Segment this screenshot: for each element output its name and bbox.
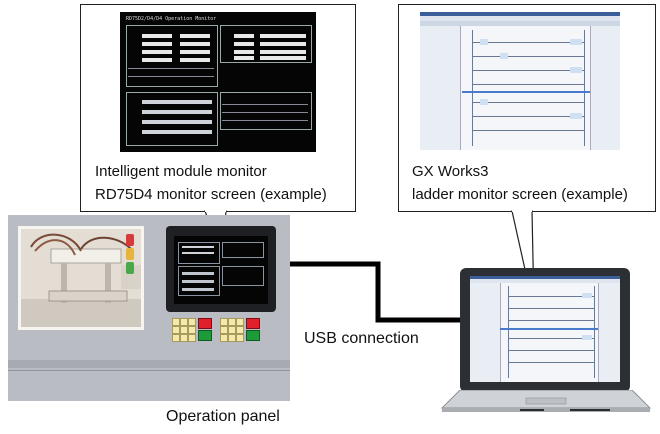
laptop-keyboard[interactable] — [462, 360, 632, 394]
yellow-button[interactable] — [188, 334, 196, 342]
yellow-button[interactable] — [172, 326, 180, 334]
panel-bottom-line — [8, 370, 290, 371]
yellow-button[interactable] — [228, 326, 236, 334]
callout-left-line1: Intelligent module monitor — [95, 163, 267, 180]
yellow-button[interactable] — [228, 334, 236, 342]
button-group-left — [172, 318, 216, 348]
yellow-button[interactable] — [188, 326, 196, 334]
usb-cable — [282, 261, 460, 323]
operation-panel-label: Operation panel — [166, 408, 280, 425]
gx-element-selection — [590, 26, 620, 150]
panel-bottom-band — [8, 360, 290, 368]
yellow-button[interactable] — [236, 318, 244, 326]
yellow-button[interactable] — [228, 318, 236, 326]
monitor-screen-title: RD75D2/D4/D4 Operation Monitor — [126, 16, 217, 22]
monitor-table-start-no — [220, 25, 312, 63]
callout-right-line2: ladder monitor screen (example) — [412, 186, 628, 203]
yellow-button[interactable] — [220, 318, 228, 326]
signal-light-green — [126, 262, 134, 274]
monitor-table-control-system — [220, 92, 312, 130]
yellow-button[interactable] — [220, 334, 228, 342]
red-button[interactable] — [198, 318, 212, 329]
signal-light-red — [126, 234, 134, 246]
signal-light-amber — [126, 248, 134, 260]
usb-connection-label: USB connection — [304, 330, 419, 347]
yellow-button[interactable] — [188, 318, 196, 326]
button-group-right — [220, 318, 264, 348]
yellow-button[interactable] — [180, 334, 188, 342]
callout-right-line1: GX Works3 — [412, 163, 489, 180]
laptop-screen[interactable] — [470, 276, 620, 382]
green-button[interactable] — [246, 330, 260, 341]
gx-works3-ladder-screen — [420, 12, 620, 150]
yellow-button[interactable] — [172, 318, 180, 326]
yellow-button[interactable] — [236, 326, 244, 334]
yellow-button[interactable] — [236, 334, 244, 342]
monitor-table-status — [126, 92, 218, 146]
yellow-button[interactable] — [180, 318, 188, 326]
yellow-button[interactable] — [172, 334, 180, 342]
red-button[interactable] — [246, 318, 260, 329]
laptop-base — [440, 390, 652, 412]
machine-photo — [18, 226, 144, 330]
yellow-button[interactable] — [220, 326, 228, 334]
rd75d4-monitor-screen: RD75D2/D4/D4 Operation Monitor — [120, 12, 316, 152]
gx-project-tree — [420, 26, 461, 150]
got-hmi-screen[interactable] — [174, 236, 268, 304]
yellow-button[interactable] — [180, 326, 188, 334]
green-button[interactable] — [198, 330, 212, 341]
callout-left-line2: RD75D4 monitor screen (example) — [95, 186, 327, 203]
monitor-table-current-values — [126, 25, 218, 87]
